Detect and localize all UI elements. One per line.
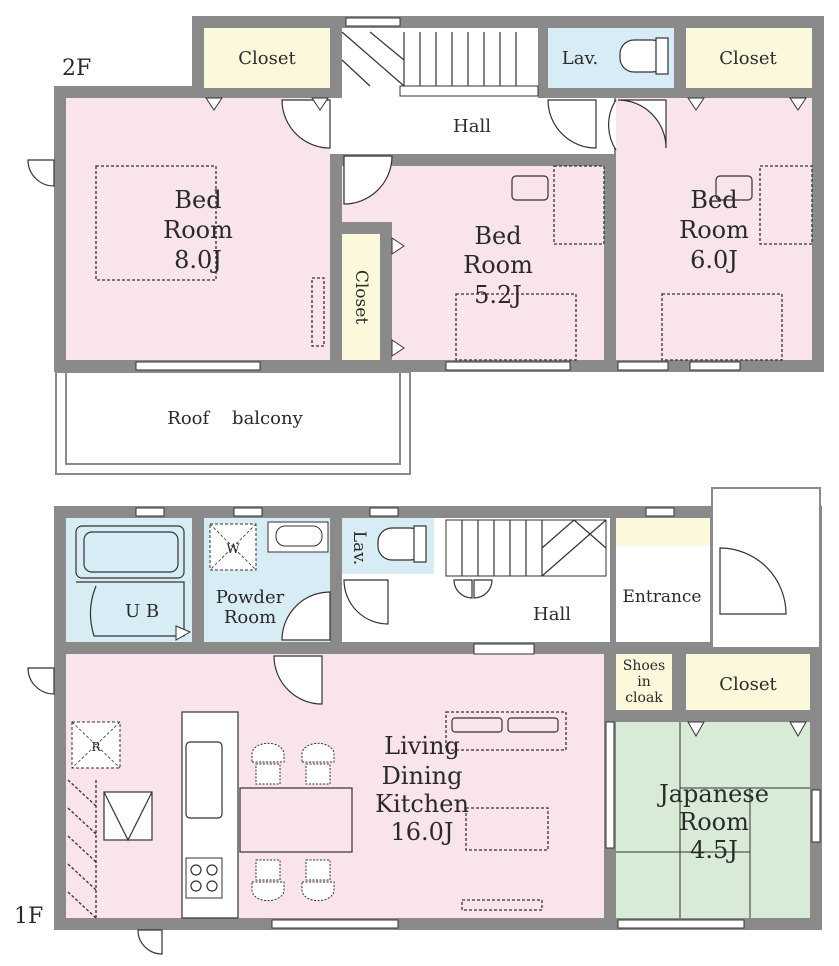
closet-2f-right: [686, 28, 812, 88]
label-ldk-3: Kitchen: [375, 790, 469, 818]
label-bedroom-6j-size: 6.0J: [690, 246, 738, 274]
closet-1f: [686, 654, 810, 710]
label-lav-1f: Lav.: [349, 531, 369, 565]
label-ldk-size: 16.0J: [390, 818, 453, 846]
windows-2f: [135, 17, 741, 371]
bedroom-5j: [392, 166, 604, 360]
windows-1f: [135, 507, 821, 929]
label-bedroom-5j-1: Bed: [474, 222, 521, 250]
japanese-room: [616, 722, 810, 918]
doors-2f: [27, 99, 667, 205]
label-lav-2f: Lav.: [562, 48, 598, 69]
label-fridge: R: [91, 740, 101, 754]
label-shoes-2: in: [637, 674, 651, 690]
label-shoes-1: Shoes: [623, 658, 666, 674]
floor-label-2f: 2F: [62, 56, 91, 81]
furniture-1f: [239, 711, 567, 911]
label-japanese-room-size: 4.5J: [690, 836, 738, 864]
label-bedroom-8j-size: 8.0J: [174, 246, 222, 274]
label-powder-room-1: Powder: [216, 587, 285, 608]
entrance-closet: [616, 518, 710, 546]
label-washer: W: [226, 542, 240, 557]
bedroom-6j: [616, 98, 812, 360]
label-closet-2f-vertical: Closet: [351, 270, 371, 324]
cupboard: [67, 779, 153, 919]
label-japanese-room-1: Japanese: [656, 780, 769, 808]
label-bedroom-8j-1: Bed: [174, 186, 221, 214]
doors-1f: [27, 547, 787, 955]
toilet-1f: [377, 525, 427, 563]
label-closet-2f-left: Closet: [238, 48, 296, 69]
kitchen-counter: [181, 711, 239, 919]
closet-door-markers-1f: [175, 625, 807, 738]
washer: W: [209, 523, 257, 571]
label-unit-bath: U B: [125, 601, 159, 622]
label-ldk-2: Dining: [382, 762, 463, 790]
label-bedroom-5j-size: 5.2J: [474, 281, 522, 309]
label-bedroom-6j-1: Bed: [690, 186, 737, 214]
fridge: R: [71, 721, 121, 769]
label-bedroom-5j-2: Room: [463, 251, 533, 279]
stairs-1f: [445, 519, 607, 577]
label-roof-balcony: Roof balcony: [167, 408, 303, 429]
closet-2f-left: [204, 28, 330, 88]
shoes-in-cloak: [616, 654, 672, 710]
label-hall-1f: Hall: [533, 604, 571, 625]
vanity-sink: [267, 521, 329, 553]
label-bedroom-8j-2: Room: [163, 216, 233, 244]
ldk: [66, 654, 604, 918]
toilet-2f: [619, 37, 669, 75]
label-closet-2f-right: Closet: [719, 48, 777, 69]
label-powder-room-2: Room: [224, 607, 276, 628]
floor-label-1f: 1F: [14, 904, 43, 929]
label-japanese-room-2: Room: [679, 808, 749, 836]
label-ldk-1: Living: [384, 732, 460, 760]
stairs-2f: [341, 31, 539, 97]
label-hall-2f: Hall: [453, 116, 491, 137]
label-entrance: Entrance: [623, 587, 702, 607]
label-shoes-3: cloak: [625, 690, 663, 706]
closet-2f-vertical: [342, 234, 380, 360]
bathtub: [75, 525, 185, 637]
furniture-2f: [95, 165, 813, 361]
label-bedroom-6j-2: Room: [679, 216, 749, 244]
label-closet-1f: Closet: [719, 674, 777, 695]
bedroom-8j: [66, 98, 330, 360]
closet-door-markers-2f: [205, 97, 807, 357]
tatami-lines: [616, 722, 810, 918]
